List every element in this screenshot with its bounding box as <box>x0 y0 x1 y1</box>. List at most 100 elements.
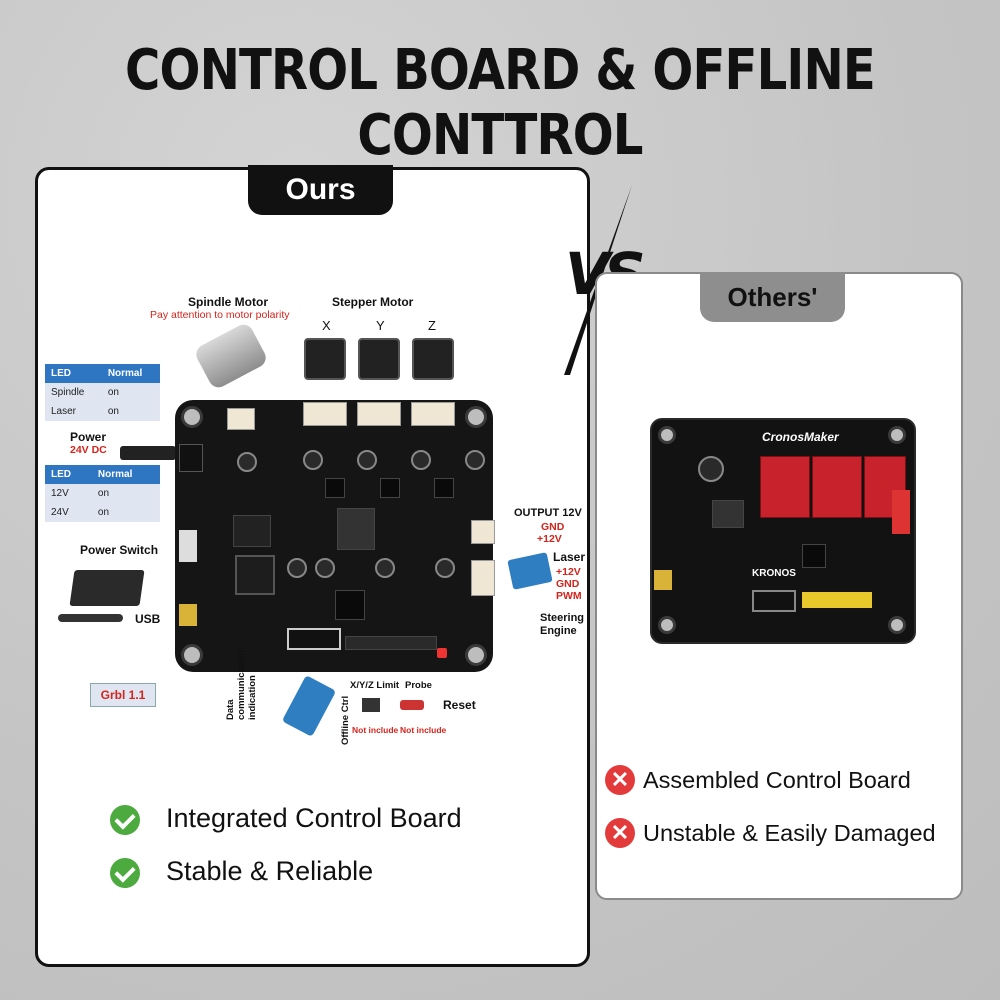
stepper-motor-y-icon <box>358 338 400 380</box>
usb-port <box>179 604 197 626</box>
output-12v-label: +12V <box>537 533 562 545</box>
mount-hole <box>888 616 906 634</box>
x-connector <box>303 402 347 426</box>
inductor <box>235 555 275 595</box>
feature-integrated: Integrated Control Board <box>166 803 462 833</box>
mount-hole <box>658 616 676 634</box>
check-icon <box>110 805 140 835</box>
mosfet <box>337 508 375 550</box>
others-board-image: CronosMaker KRONOS <box>650 418 916 644</box>
steering-label: Steering <box>540 612 585 624</box>
capacitor <box>303 450 323 470</box>
ours-tag: Ours <box>248 165 393 215</box>
others-tag: Others' <box>700 272 845 322</box>
xyz-limit-label: X/Y/Z Limit <box>350 680 400 691</box>
data-comm-label: Data communication indication <box>225 649 258 720</box>
yellow-header <box>802 592 872 608</box>
offline-header <box>287 628 341 650</box>
reset-button <box>437 648 447 658</box>
board-logo: KRONOS <box>752 568 796 579</box>
stepper-motor-x-icon <box>304 338 346 380</box>
control-board-image <box>175 400 495 672</box>
regulator <box>712 500 744 528</box>
axis-x-label: X <box>322 318 331 333</box>
capacitor <box>287 558 307 578</box>
probe-label: Probe <box>405 680 432 691</box>
table-header: Normal <box>101 364 160 383</box>
mount-hole <box>181 406 203 428</box>
spindle-note: Pay attention to motor polarity <box>150 309 290 321</box>
power-note: 24V DC <box>70 444 107 456</box>
table-header: LED <box>45 364 102 383</box>
engine-label: Engine <box>540 625 577 637</box>
table-cell: 12V <box>45 484 92 503</box>
capacitor <box>315 558 335 578</box>
table-cell: Spindle <box>45 383 102 402</box>
not-include-label-1: Not include <box>352 725 399 735</box>
mount-hole <box>181 644 203 666</box>
capacitor <box>375 558 395 578</box>
laptop-icon <box>69 570 145 606</box>
led-table-spindle-laser: LED Normal Spindle on Laser on <box>45 364 160 421</box>
capacitor <box>237 452 257 472</box>
offline-ctrl-label: Offline Ctrl <box>340 695 351 745</box>
axis-z-label: Z <box>428 318 436 333</box>
pin-header <box>345 636 437 650</box>
capacitor <box>357 450 377 470</box>
spindle-connector <box>227 408 255 430</box>
page-title: CONTROL BOARD & OFFLINE CONTTROL <box>125 38 876 168</box>
mount-hole <box>465 644 487 666</box>
table-cell: on <box>101 402 160 421</box>
output-gnd-label: GND <box>541 521 565 533</box>
mount-hole <box>658 426 676 444</box>
capacitor <box>465 450 485 470</box>
output-label: OUTPUT 12V <box>514 507 582 519</box>
laser-pwm-label: PWM <box>556 590 582 602</box>
power-label: Power <box>70 430 107 444</box>
inductor <box>698 456 724 482</box>
table-cell: on <box>91 503 160 522</box>
spindle-motor-label: Spindle Motor <box>188 295 268 309</box>
usb-label: USB <box>135 612 161 626</box>
probe-icon <box>400 700 424 710</box>
table-cell: on <box>101 383 160 402</box>
laser-12v-label: +12V <box>556 566 581 578</box>
power-plug-icon <box>120 446 176 460</box>
mount-hole <box>465 406 487 428</box>
microcontroller <box>335 590 365 620</box>
others-feature-assembled: Assembled Control Board <box>643 767 911 793</box>
table-cell: Laser <box>45 402 102 421</box>
laser-connector <box>471 560 495 596</box>
red-connector <box>892 490 910 534</box>
stepper-motor-z-icon <box>412 338 454 380</box>
driver-chip <box>325 478 345 498</box>
power-switch <box>179 530 197 562</box>
y-connector <box>357 402 401 426</box>
usb-cable-icon <box>58 614 123 622</box>
driver-module <box>760 456 810 518</box>
not-include-label-2: Not include <box>400 725 447 735</box>
cross-icon: ✕ <box>605 818 635 848</box>
table-header: Normal <box>91 465 160 484</box>
idc-header <box>752 590 796 612</box>
usb-port <box>654 570 672 590</box>
driver-chip <box>380 478 400 498</box>
table-cell: on <box>91 484 160 503</box>
microcontroller <box>802 544 826 568</box>
power-jack <box>179 444 203 472</box>
stepper-motor-label: Stepper Motor <box>332 295 414 309</box>
feature-stable: Stable & Reliable <box>166 856 374 886</box>
axis-y-label: Y <box>376 318 385 333</box>
others-feature-unstable: Unstable & Easily Damaged <box>643 820 936 846</box>
table-header: LED <box>45 465 92 484</box>
capacitor <box>435 558 455 578</box>
led-table-voltage: LED Normal 12V on 24V on <box>45 465 160 522</box>
output-connector <box>471 520 495 544</box>
laser-gnd-label: GND <box>556 578 580 590</box>
table-cell: 24V <box>45 503 92 522</box>
driver-module <box>812 456 862 518</box>
power-switch-label: Power Switch <box>80 543 159 557</box>
driver-chip <box>434 478 454 498</box>
mount-hole <box>888 426 906 444</box>
limit-switch-icon <box>362 698 380 712</box>
